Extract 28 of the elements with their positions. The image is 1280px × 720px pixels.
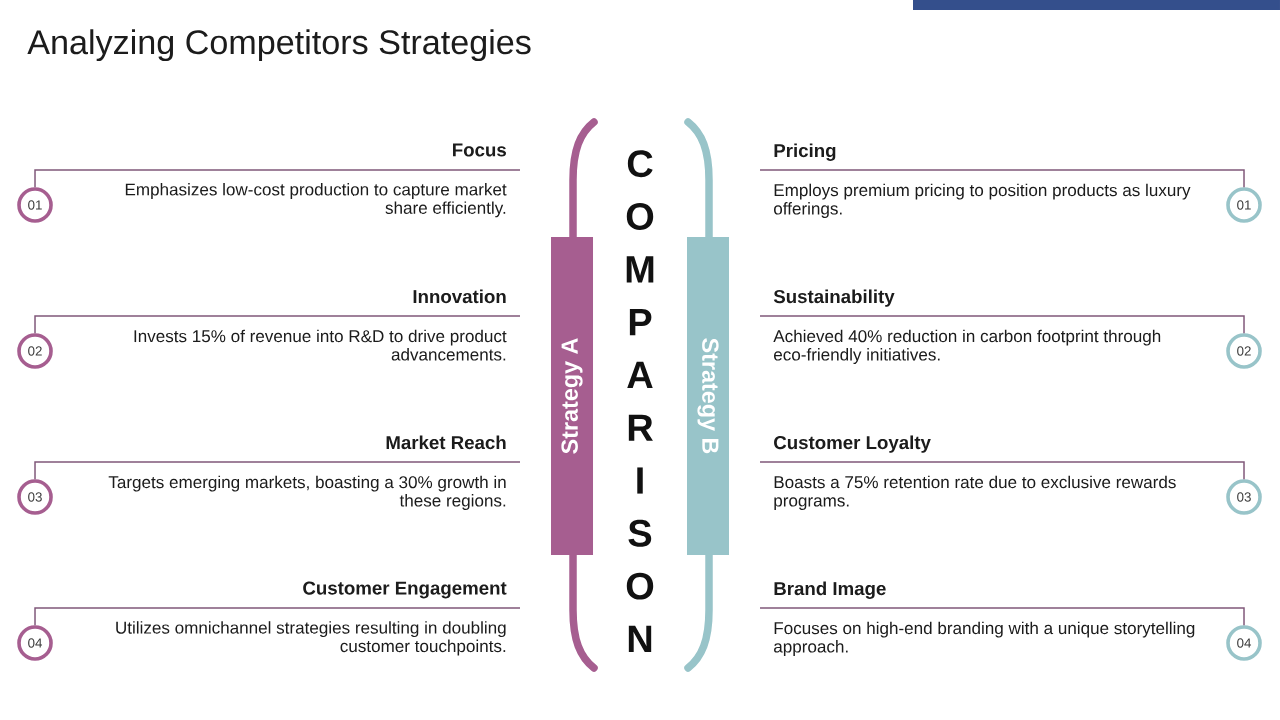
- description: Achieved 40% reduction in carbon footprint through eco-friendly initiatives.: [773, 329, 1161, 364]
- heading: Innovation: [413, 289, 506, 304]
- stacked-letters: COMPARISON: [626, 150, 654, 652]
- heading: Market Reach: [386, 435, 506, 450]
- heading: Focus: [453, 143, 506, 157]
- description: Emphasizes low-cost production to capture market share efficiently.: [125, 183, 507, 218]
- description: Utilizes omnichannel strategies resulting in doubling customer touchpoints.: [116, 621, 506, 656]
- heading: Brand Image: [774, 581, 886, 599]
- description: Boasts a 75% retention rate due to exclusive rewards programs.: [774, 475, 1176, 510]
- strategy-bar: Strategy B: [687, 237, 729, 555]
- connector-line: [759, 461, 1245, 480]
- connector-line: [34, 315, 521, 334]
- connector-line: [759, 315, 1245, 334]
- connector-line: [34, 607, 521, 626]
- strategy-bar: Strategy A: [551, 237, 593, 555]
- description: Invests 15% of revenue into R&D to drive product advancements.: [134, 329, 507, 361]
- description: Targets emerging markets, boasting a 30% growth in these regions.: [108, 475, 506, 510]
- heading: Pricing: [774, 143, 836, 161]
- description: Focuses on high-end branding with a unique storytelling approach.: [774, 621, 1195, 656]
- connector-line: [759, 169, 1245, 188]
- heading: Sustainability: [773, 289, 895, 307]
- connector-line: [34, 169, 521, 188]
- connector-line: [759, 607, 1245, 626]
- heading: Customer Engagement: [303, 581, 507, 599]
- description: Employs premium pricing to position products as luxury offerings.: [774, 183, 1191, 218]
- title: Analyzing Competitors Strategies: [27, 29, 531, 62]
- connector-line: [34, 461, 521, 480]
- heading: Customer Loyalty: [774, 435, 931, 453]
